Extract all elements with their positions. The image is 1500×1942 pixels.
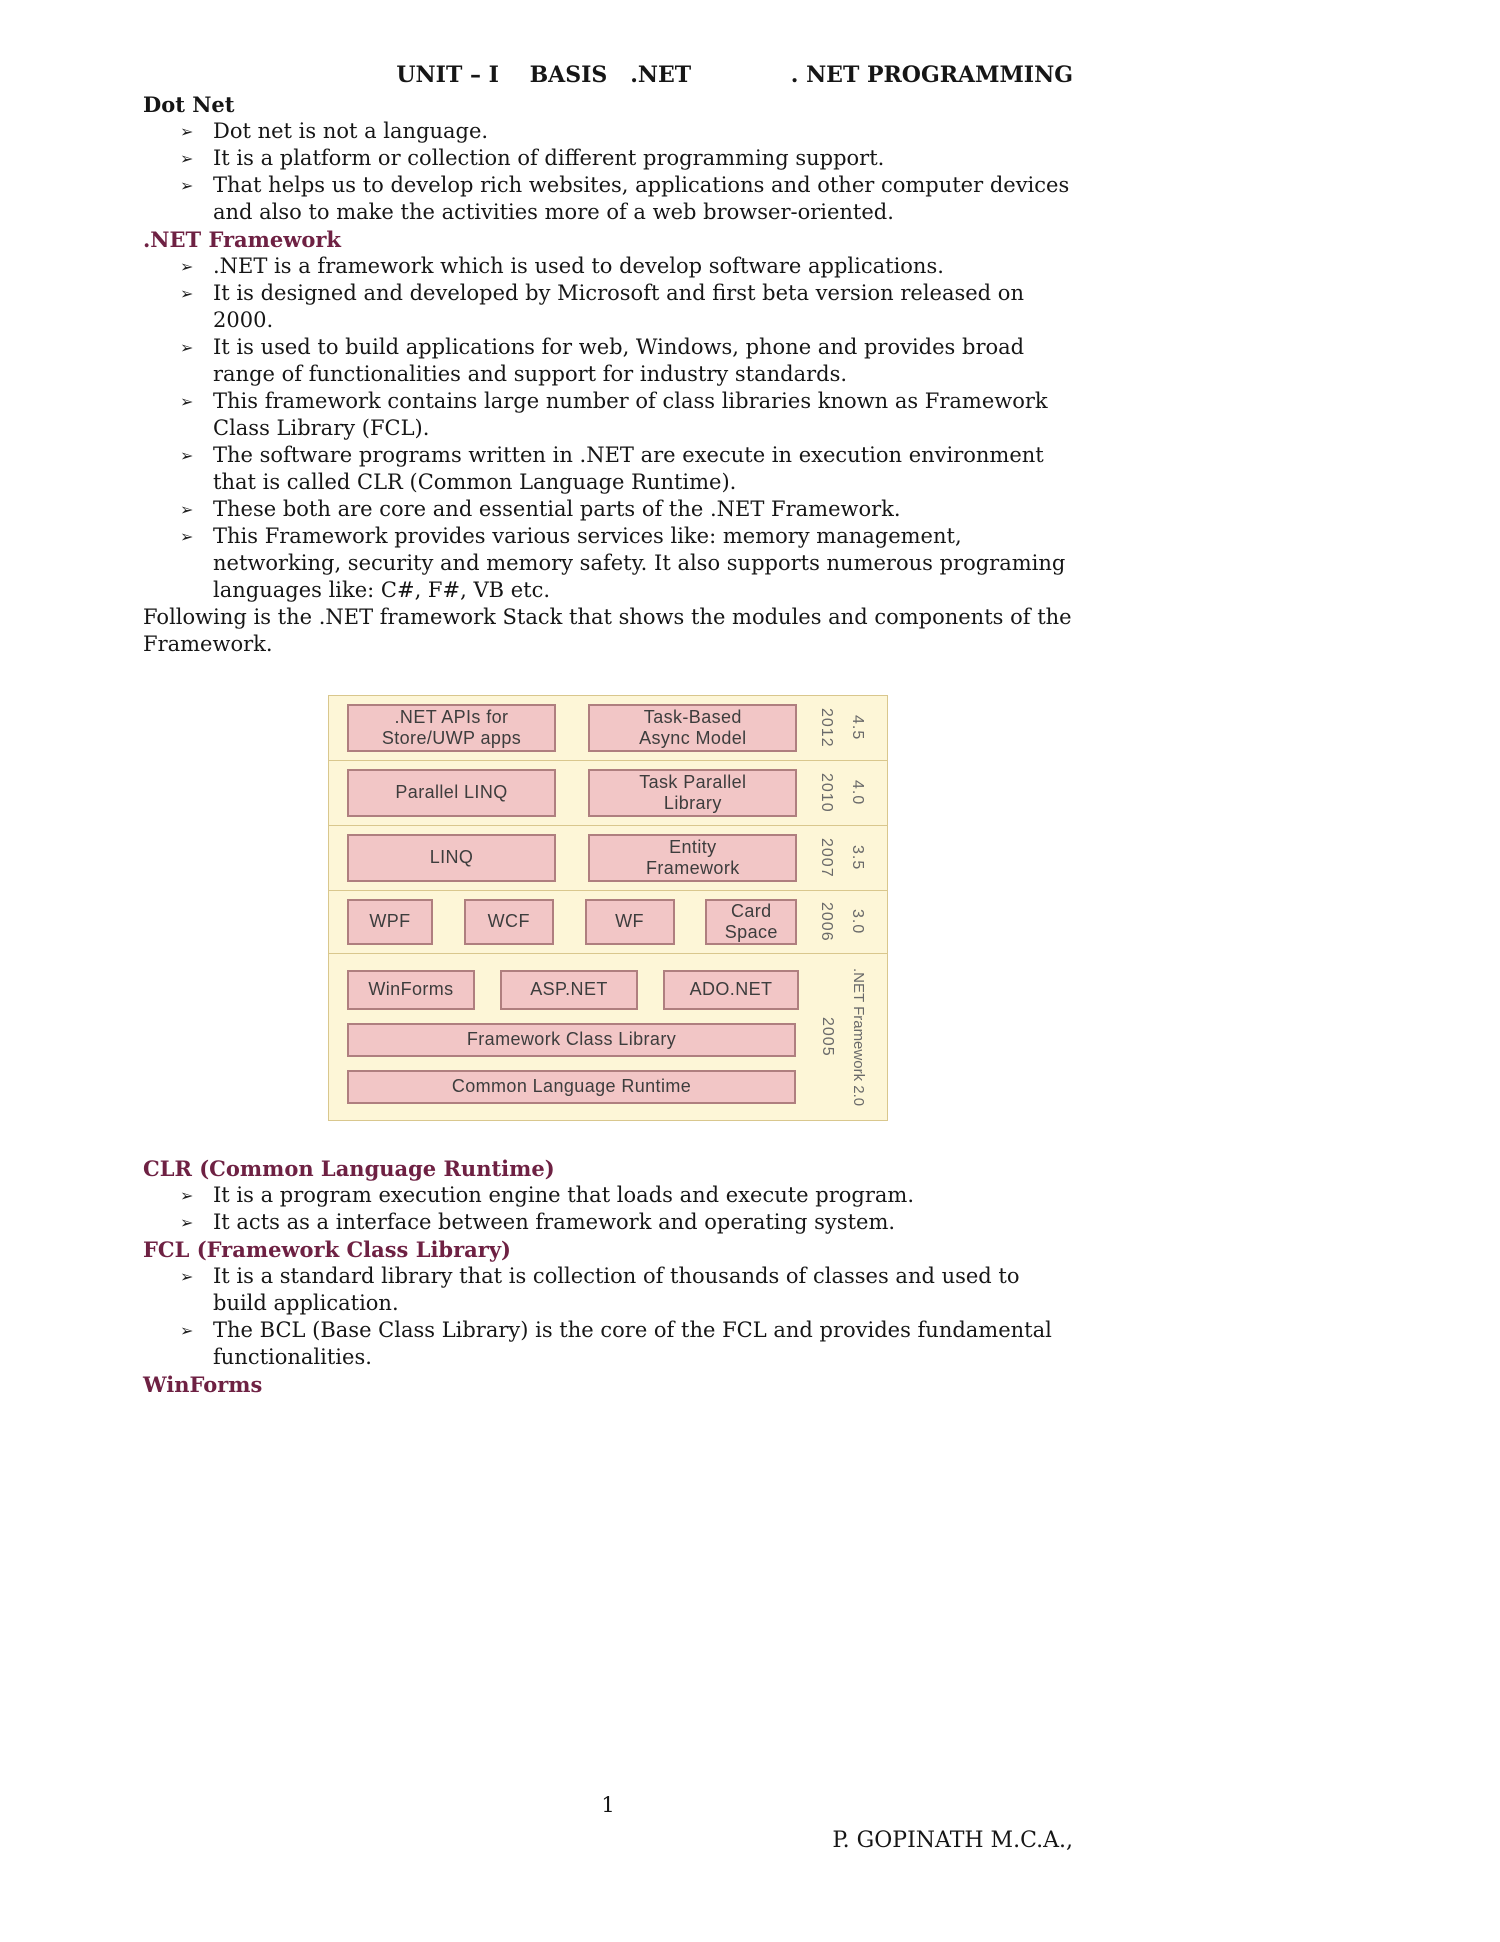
list-item-text: This framework contains large number of … xyxy=(213,389,1048,440)
diagram-box-common-language-runtime: Common Language Runtime xyxy=(347,1070,796,1105)
section-heading-fcl: FCL (Framework Class Library) xyxy=(143,1237,511,1263)
list-item-text: The software programs written in .NET ar… xyxy=(213,443,1044,494)
list-item: ➢ These both are core and essential part… xyxy=(180,496,1073,523)
band-year: 2010 xyxy=(818,773,836,813)
list-item-text: It is a platform or collection of differ… xyxy=(213,146,885,170)
bullet-arrow-icon: ➢ xyxy=(180,122,194,141)
bullet-arrow-icon: ➢ xyxy=(180,284,194,303)
diagram-band-30-2006: WPF WCF WF Card Space 2006 3.0 xyxy=(328,890,888,954)
list-item-text: It acts as a interface between framework… xyxy=(213,1210,896,1235)
band-version: 3.0 xyxy=(849,909,867,935)
band-version: .NET Framework 2.0 xyxy=(850,968,867,1107)
document-content: UNIT – I BASIS .NET . NET PROGRAMMING Do… xyxy=(143,0,1073,1398)
diagram-box-adonet: ADO.NET xyxy=(663,970,799,1011)
list-item: ➢ It is used to build applications for w… xyxy=(180,334,1073,388)
bullet-arrow-icon: ➢ xyxy=(180,1213,194,1233)
list-item-text: This Framework provides various services… xyxy=(213,524,1066,602)
band-version-label: 2012 4.5 xyxy=(797,704,887,752)
list-item: ➢ It is a standard library that is colle… xyxy=(180,1263,1073,1317)
footer-author: P. GOPINATH M.C.A., xyxy=(832,1828,1073,1853)
diagram-box-framework-class-library: Framework Class Library xyxy=(347,1023,796,1058)
following-paragraph: Following is the .NET framework Stack th… xyxy=(143,605,1072,656)
bullet-arrow-icon: ➢ xyxy=(180,1267,194,1287)
document-title: UNIT – I BASIS .NET . NET PROGRAMMING xyxy=(396,62,1073,88)
diagram-box-parallel-linq: Parallel LINQ xyxy=(347,769,556,817)
band-version-label: 2007 3.5 xyxy=(797,834,887,882)
list-item-text: It is a program execution engine that lo… xyxy=(213,1183,914,1208)
section-heading-clr: CLR (Common Language Runtime) xyxy=(143,1156,555,1182)
list-item-text: That helps us to develop rich websites, … xyxy=(213,173,1070,224)
list-item-text: Dot net is not a language. xyxy=(213,119,489,143)
bullet-arrow-icon: ➢ xyxy=(180,446,194,465)
bullet-arrow-icon: ➢ xyxy=(180,149,194,168)
diagram-box-task-parallel-library: Task Parallel Library xyxy=(588,769,798,817)
list-item-text: It is used to build applications for web… xyxy=(213,335,1025,386)
list-item-text: It is a standard library that is collect… xyxy=(213,1264,1020,1316)
section-heading-net-framework: .NET Framework xyxy=(143,227,341,252)
diagram-band-20-2005: WinForms ASP.NET ADO.NET Framework Class… xyxy=(328,953,888,1122)
band-boxes: WinForms ASP.NET ADO.NET Framework Class… xyxy=(347,970,799,1105)
diagram-box-winforms: WinForms xyxy=(347,970,475,1011)
band-boxes: .NET APIs for Store/UWP apps Task-Based … xyxy=(347,704,798,752)
diagram-box-linq: LINQ xyxy=(347,834,556,882)
band-version-label: 2006 3.0 xyxy=(797,899,887,945)
list-item-text: These both are core and essential parts … xyxy=(213,497,901,521)
diagram-box-card-space: Card Space xyxy=(705,899,798,945)
net-framework-stack-diagram: .NET APIs for Store/UWP apps Task-Based … xyxy=(328,695,888,1122)
list-item: ➢ It acts as a interface between framewo… xyxy=(180,1209,1073,1236)
diagram-box-wcf: WCF xyxy=(463,899,554,945)
bullet-arrow-icon: ➢ xyxy=(180,392,194,411)
band-version-label: 2005 .NET Framework 2.0 xyxy=(799,968,887,1106)
net-framework-list: ➢ .NET is a framework which is used to d… xyxy=(143,253,1073,604)
bullet-arrow-icon: ➢ xyxy=(180,1186,194,1206)
clr-list: ➢ It is a program execution engine that … xyxy=(143,1182,1073,1236)
diagram-box-aspnet: ASP.NET xyxy=(500,970,638,1011)
list-item: ➢ The software programs written in .NET … xyxy=(180,442,1073,496)
bullet-arrow-icon: ➢ xyxy=(180,527,194,546)
band-boxes: WPF WCF WF Card Space xyxy=(347,899,798,945)
list-item: ➢ The BCL (Base Class Library) is the co… xyxy=(180,1317,1073,1371)
band-year: 2007 xyxy=(818,838,836,878)
band-version: 4.5 xyxy=(849,715,867,741)
diagram-box-wpf: WPF xyxy=(347,899,433,945)
section-heading-winforms: WinForms xyxy=(143,1372,263,1398)
diagram-box-wf: WF xyxy=(584,899,675,945)
band-row: WinForms ASP.NET ADO.NET xyxy=(347,970,799,1011)
dot-net-list: ➢ Dot net is not a language. ➢ It is a p… xyxy=(143,118,1073,226)
bullet-arrow-icon: ➢ xyxy=(180,176,194,195)
fcl-list: ➢ It is a standard library that is colle… xyxy=(143,1263,1073,1371)
list-item-text: It is designed and developed by Microsof… xyxy=(213,281,1024,332)
diagram-box-entity-framework: Entity Framework xyxy=(588,834,798,882)
list-item: ➢ That helps us to develop rich websites… xyxy=(180,172,1073,226)
diagram-box-net-apis: .NET APIs for Store/UWP apps xyxy=(347,704,556,752)
band-year: 2006 xyxy=(818,902,836,942)
page-number: 1 xyxy=(601,1793,615,1817)
bullet-arrow-icon: ➢ xyxy=(180,257,194,276)
band-version: 4.0 xyxy=(849,780,867,806)
bullet-arrow-icon: ➢ xyxy=(180,500,194,519)
band-year: 2012 xyxy=(818,708,836,748)
list-item-text: The BCL (Base Class Library) is the core… xyxy=(213,1318,1052,1370)
band-version: 3.5 xyxy=(849,845,867,871)
bullet-arrow-icon: ➢ xyxy=(180,338,194,357)
section-heading-dot-net: Dot Net xyxy=(143,92,235,117)
list-item: ➢ This framework contains large number o… xyxy=(180,388,1073,442)
list-item: ➢ .NET is a framework which is used to d… xyxy=(180,253,1073,280)
diagram-band-45-2012: .NET APIs for Store/UWP apps Task-Based … xyxy=(328,695,888,761)
list-item: ➢ It is designed and developed by Micros… xyxy=(180,280,1073,334)
bullet-arrow-icon: ➢ xyxy=(180,1321,194,1341)
list-item: ➢ It is a platform or collection of diff… xyxy=(180,145,1073,172)
list-item: ➢ This Framework provides various servic… xyxy=(180,523,1073,604)
list-item: ➢ It is a program execution engine that … xyxy=(180,1182,1073,1209)
band-year: 2005 xyxy=(819,1017,836,1057)
list-item: ➢ Dot net is not a language. xyxy=(180,118,1073,145)
band-version-label: 2010 4.0 xyxy=(797,769,887,817)
band-boxes: Parallel LINQ Task Parallel Library xyxy=(347,769,798,817)
diagram-band-40-2010: Parallel LINQ Task Parallel Library 2010… xyxy=(328,760,888,826)
list-item-text: .NET is a framework which is used to dev… xyxy=(213,254,944,278)
band-boxes: LINQ Entity Framework xyxy=(347,834,798,882)
diagram-band-35-2007: LINQ Entity Framework 2007 3.5 xyxy=(328,825,888,891)
diagram-box-task-based-async: Task-Based Async Model xyxy=(588,704,798,752)
